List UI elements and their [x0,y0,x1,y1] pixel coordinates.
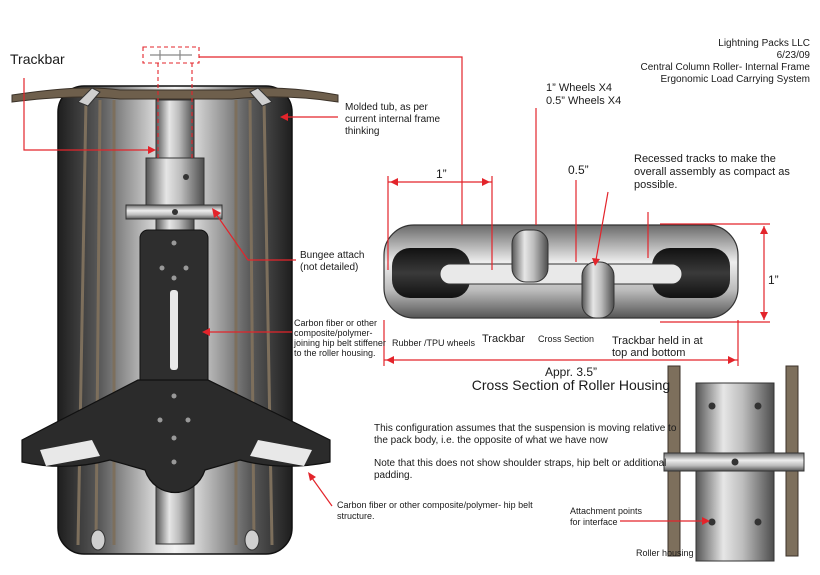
header-company: Lightning Packs LLC [718,38,810,49]
header-title: Central Column Roller- Internal Frame [640,62,810,73]
pack-assembly [11,46,339,555]
roller-housing-detail [663,365,805,562]
header-subtitle: Ergonomic Load Carrying System [660,74,810,85]
bottom-clips [90,529,260,551]
label-carbon1-3: joining hip belt stiffener [293,338,386,348]
stiffener-slot [170,290,178,370]
wheel-right [652,248,730,298]
wheel-bottom [581,261,615,319]
label-carbon1-2: composite/polymer- [294,328,373,338]
note2-line2: padding. [374,470,412,481]
cross-section-drawing [383,224,739,319]
label-recessed-2: overall assembly as compact as [634,166,790,178]
label-carbon1-1: Carbon fiber or other [294,318,377,328]
note1-line1: This configuration assumes that the susp… [374,423,677,434]
note2-line1: Note that this does not show shoulder st… [374,458,666,469]
label-trackbar-held-2: top and bottom [612,347,685,359]
note1-line2: the pack body, i.e. the opposite of what… [374,435,609,446]
hip-belt-cutout-left [40,440,100,466]
label-bungee-1: Bungee attach [300,250,365,261]
axle-bolt [172,209,178,215]
label-recessed-3: possible. [634,179,677,191]
hip-belt-structure [21,379,331,493]
label-roller-housing: Roller housing [636,548,694,558]
housing-bolt [183,174,189,180]
label-wheels-1: 1” Wheels X4 [546,82,612,94]
wheel-top [511,229,549,283]
detail-projection [157,63,193,158]
wheel-left [392,248,470,298]
label-bungee-2: (not detailed) [300,262,358,273]
bungee-cords [76,99,274,546]
roller-housing-body [695,382,775,562]
hip-belt-cutout-right [250,440,312,466]
label-trackbar-mid: Trackbar [482,333,525,345]
label-molded-tub-1: Molded tub, as per [345,102,428,113]
label-trackbar-left: Trackbar [10,51,65,67]
label-dim-half: 0.5” [568,163,589,177]
label-carbon2-1: Carbon fiber or other composite/polymer-… [337,500,533,510]
label-appr: Appr. 3.5” [545,365,597,379]
hip-belt-bolts [157,393,191,465]
label-cross-section-small: Cross Section [538,334,594,344]
label-dim-1in-top: 1” [436,167,447,181]
label-cross-section-title: Cross Section of Roller Housing [472,377,670,393]
leader-lines [23,56,770,525]
cross-section-trackbar [439,263,683,285]
stiffener-bolts [159,240,189,281]
label-carbon1-4: to the roller housing. [294,348,376,358]
label-dim-1in-side: 1” [768,273,779,287]
housing-bolts [708,402,762,526]
label-attach-1: Attachment points [570,506,643,516]
label-rubber-wheels: Rubber /TPU wheels [392,338,476,348]
label-wheels-2: 0.5” Wheels X4 [546,95,621,107]
label-molded-tub-3: thinking [345,126,379,137]
label-recessed-1: Recessed tracks to make the [634,153,776,165]
label-carbon2-2: structure. [337,511,375,521]
header-date: 6/23/09 [777,50,811,61]
annotations: Lightning Packs LLC 6/23/09 Central Colu… [10,38,810,558]
label-molded-tub-2: current internal frame [345,114,440,125]
trackbar-detail-box [142,46,200,64]
label-attach-2: for interface [570,517,618,527]
label-trackbar-held-1: Trackbar held in at [612,335,703,347]
top-clips [77,87,273,107]
